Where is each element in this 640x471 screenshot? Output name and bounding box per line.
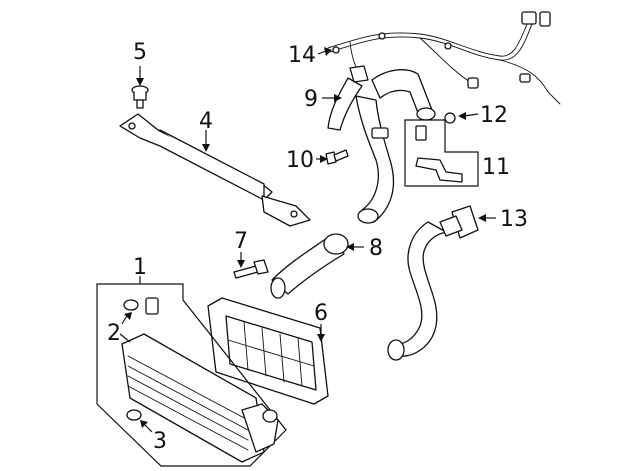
callouts: 1 2 3 4 5 6 7 8 9 10 11 12 13 14 bbox=[107, 40, 528, 454]
lower-hose-part bbox=[387, 205, 479, 361]
bracket-4-part bbox=[119, 113, 311, 227]
short-hose-part bbox=[270, 233, 349, 299]
callout-2: 2 bbox=[107, 321, 121, 346]
bolt-7-part bbox=[233, 259, 269, 279]
bolt-5-part bbox=[131, 85, 149, 109]
bracket-11-group bbox=[404, 112, 479, 187]
callout-9: 9 bbox=[304, 87, 318, 112]
leaders bbox=[119, 47, 496, 433]
wiring-harness-part bbox=[327, 11, 561, 105]
callout-4: 4 bbox=[199, 109, 213, 134]
callout-12: 12 bbox=[480, 103, 508, 128]
callout-8: 8 bbox=[369, 236, 383, 261]
callout-13: 13 bbox=[500, 207, 528, 232]
intercooler-group bbox=[96, 283, 287, 467]
shutter-6-part bbox=[207, 297, 329, 405]
callout-10: 10 bbox=[286, 148, 314, 173]
upper-hose-part bbox=[327, 65, 436, 224]
callout-1: 1 bbox=[133, 255, 147, 280]
callout-6: 6 bbox=[314, 301, 328, 326]
callout-11: 11 bbox=[482, 155, 510, 180]
callout-14: 14 bbox=[288, 43, 316, 68]
callout-3: 3 bbox=[153, 429, 167, 454]
callout-7: 7 bbox=[234, 229, 248, 254]
bolt-10-part bbox=[325, 149, 349, 165]
callout-5: 5 bbox=[133, 40, 147, 65]
